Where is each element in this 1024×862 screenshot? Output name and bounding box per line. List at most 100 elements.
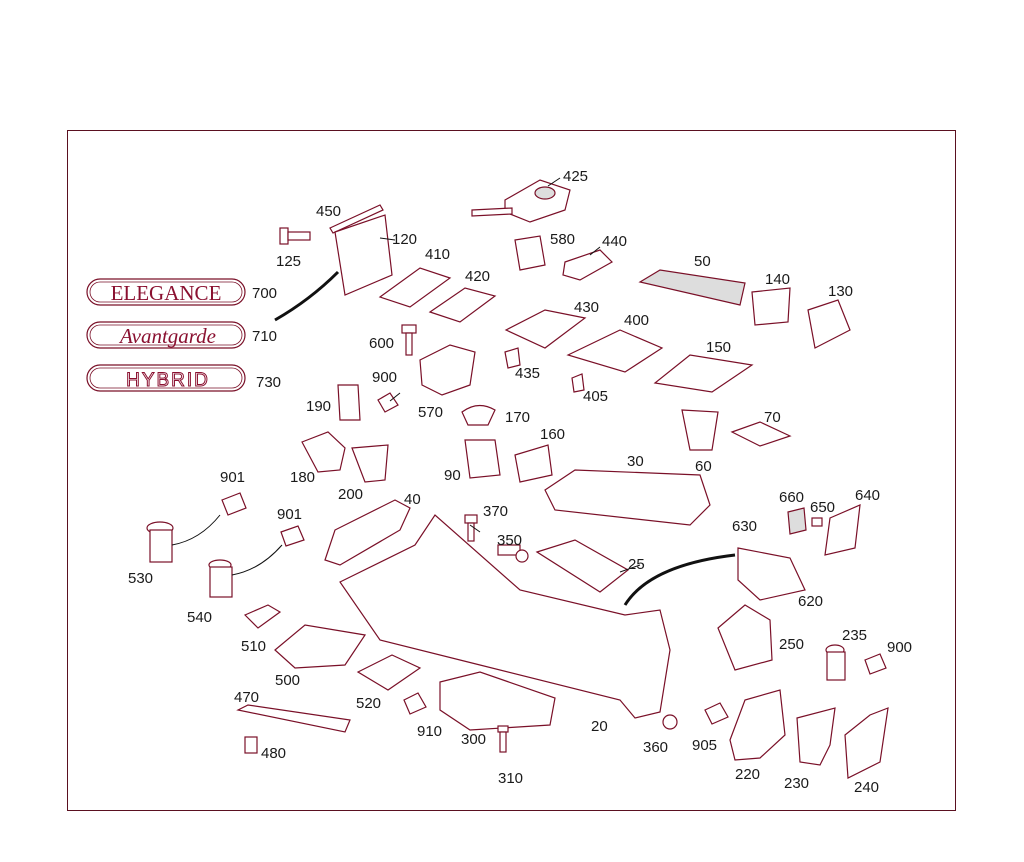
part-50 (638, 269, 746, 306)
callout-200: 200 (338, 486, 363, 503)
part-500 (274, 624, 367, 669)
part-440 (562, 249, 613, 281)
part-425 (471, 179, 571, 223)
part-901a (221, 492, 247, 516)
part-900b (864, 653, 887, 675)
callout-300: 300 (461, 731, 486, 748)
callout-180: 180 (290, 469, 315, 486)
callout-120: 120 (392, 231, 417, 248)
leader-lines (379, 177, 641, 573)
callout-660: 660 (779, 489, 804, 506)
callout-905: 905 (692, 737, 717, 754)
callout-30: 30 (627, 453, 644, 470)
callout-405: 405 (583, 388, 608, 405)
callout-620: 620 (798, 593, 823, 610)
callout-600: 600 (369, 335, 394, 352)
callout-410: 410 (425, 246, 450, 263)
part-410 (378, 267, 452, 308)
callout-400: 400 (624, 312, 649, 329)
part-120 (334, 214, 393, 296)
part-150 (653, 354, 754, 393)
callout-440: 440 (602, 233, 627, 250)
part-450 (329, 204, 384, 234)
part-20 (339, 514, 671, 719)
callout-230: 230 (784, 775, 809, 792)
svg-text:HYBRID: HYBRID (126, 370, 210, 391)
part-405 (571, 373, 585, 393)
part-130 (807, 299, 851, 349)
callout-25: 25 (628, 556, 645, 573)
callout-125: 125 (276, 253, 301, 270)
part-620 (737, 547, 806, 601)
callout-730: 730 (256, 374, 281, 391)
part-70 (730, 421, 792, 447)
part-430 (504, 309, 587, 349)
part-180 (301, 431, 346, 473)
part-650 (811, 517, 823, 527)
svg-text:Avantgarde: Avantgarde (118, 324, 216, 348)
callout-710: 710 (252, 328, 277, 345)
part-580 (514, 235, 546, 271)
svg-text:ELEGANCE: ELEGANCE (111, 281, 222, 305)
callout-900-a: 900 (372, 369, 397, 386)
part-570 (419, 344, 476, 396)
callout-70: 70 (764, 409, 781, 426)
callout-900-b: 900 (887, 639, 912, 656)
part-510 (243, 604, 282, 629)
callout-901-b: 901 (277, 506, 302, 523)
callout-labels: 425 450 120 125 580 440 410 420 50 140 1… (128, 168, 912, 796)
part-905 (704, 702, 729, 725)
callout-90: 90 (444, 467, 461, 484)
part-240 (844, 707, 889, 779)
callout-190: 190 (306, 398, 331, 415)
callout-130: 130 (828, 283, 853, 300)
part-520 (356, 654, 422, 691)
part-900a (377, 392, 399, 413)
callout-425: 425 (563, 168, 588, 185)
callout-170: 170 (505, 409, 530, 426)
callout-220: 220 (735, 766, 760, 783)
callout-310: 310 (498, 770, 523, 787)
part-435 (504, 347, 521, 369)
part-600 (401, 324, 417, 356)
callout-60: 60 (695, 458, 712, 475)
callout-630: 630 (732, 518, 757, 535)
part-190 (337, 384, 361, 421)
callout-420: 420 (465, 268, 490, 285)
part-300 (439, 671, 556, 731)
part-160 (514, 444, 553, 483)
callout-520: 520 (356, 695, 381, 712)
part-310 (497, 725, 509, 753)
part-640 (824, 504, 861, 556)
callout-640: 640 (855, 487, 880, 504)
part-140 (751, 287, 791, 326)
part-370 (464, 514, 478, 542)
part-230 (796, 707, 836, 766)
callout-20: 20 (591, 718, 608, 735)
callout-140: 140 (765, 271, 790, 288)
callout-450: 450 (316, 203, 341, 220)
part-90 (464, 439, 501, 479)
callout-160: 160 (540, 426, 565, 443)
callout-50: 50 (694, 253, 711, 270)
callout-500: 500 (275, 672, 300, 689)
callout-240: 240 (854, 779, 879, 796)
part-350 (497, 544, 529, 563)
cable-700 (274, 270, 340, 322)
badge-elegance: ELEGANCE (86, 278, 246, 306)
badge-avantgarde: Avantgarde (86, 321, 246, 349)
callout-435: 435 (515, 365, 540, 382)
callout-350: 350 (497, 532, 522, 549)
callout-150: 150 (706, 339, 731, 356)
callout-510: 510 (241, 638, 266, 655)
callout-580: 580 (550, 231, 575, 248)
callout-430: 430 (574, 299, 599, 316)
callout-250: 250 (779, 636, 804, 653)
part-170 (461, 404, 496, 426)
callout-570: 570 (418, 404, 443, 421)
part-40 (324, 499, 411, 566)
part-360 (662, 714, 678, 730)
callout-901-a: 901 (220, 469, 245, 486)
part-200 (351, 444, 389, 483)
part-30 (544, 469, 711, 526)
